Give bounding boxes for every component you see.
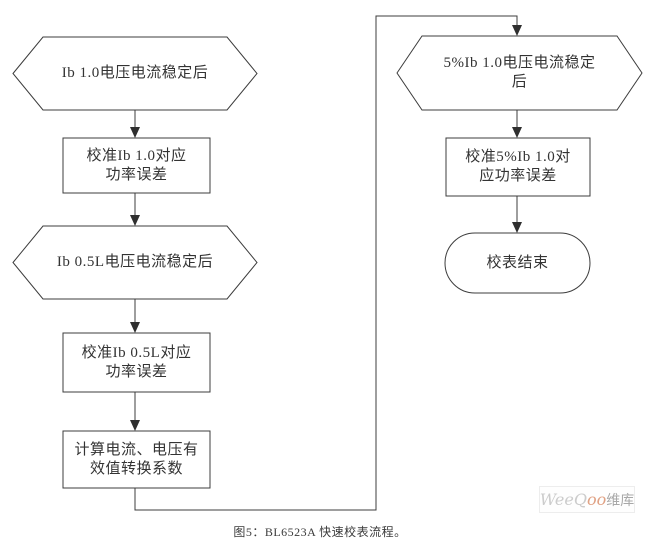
arrowhead-4 (130, 420, 140, 431)
arrowhead-5 (512, 127, 522, 138)
watermark-brand-accent: oo (586, 490, 607, 509)
figure-caption: 图5：BL6523A 快速校表流程。 (233, 525, 407, 539)
hexagon-5ib10-shape (396, 35, 643, 111)
arrowhead-into-right-hexagon (512, 25, 522, 36)
process-cal-ib10-shape (62, 137, 211, 194)
process-compute-rms-shape (62, 430, 211, 489)
hexagon-ib10-shape (12, 36, 258, 111)
arrowhead-3 (130, 322, 140, 333)
arrowhead-1 (130, 127, 140, 138)
process-cal-5ib10-shape (445, 137, 591, 197)
loop-connector-line (134, 15, 518, 511)
watermark-suffix: 维库 (606, 493, 635, 509)
watermark-brand-prefix: WeeQ (539, 490, 587, 509)
arrowhead-6 (512, 222, 522, 233)
terminator-end-shape (444, 232, 591, 294)
arrowhead-2 (130, 215, 140, 226)
hexagon-ib05l-shape (12, 225, 258, 300)
process-cal-ib05l-shape (62, 332, 211, 393)
